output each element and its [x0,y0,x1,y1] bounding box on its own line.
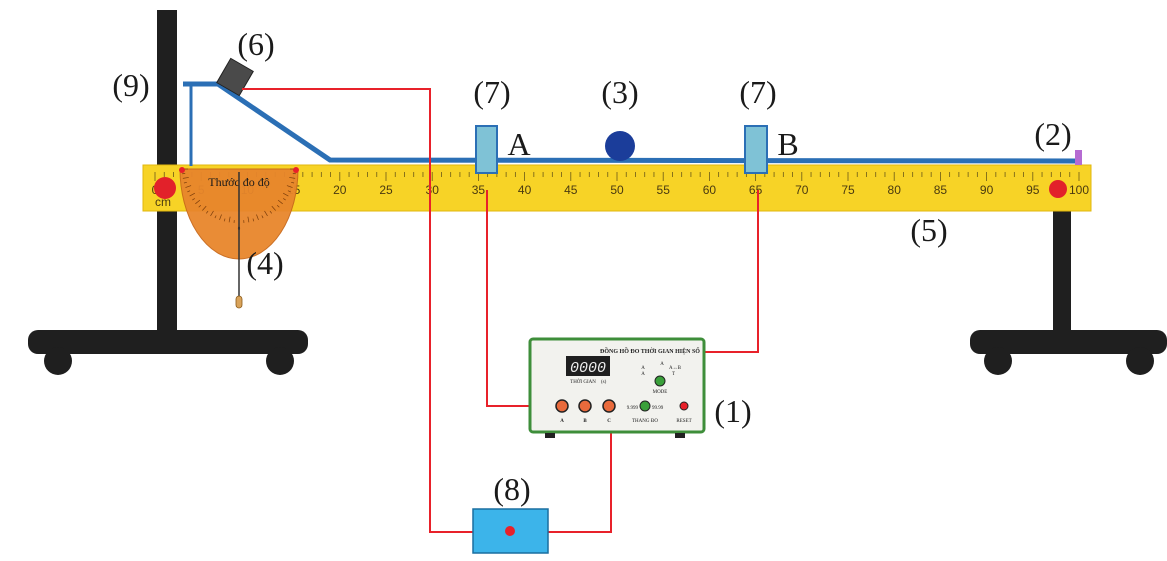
timer-time-unit: (s) [601,380,607,385]
timer-mode-label: MODE [653,390,668,395]
label-6: (6) [237,26,274,62]
label-2: (2) [1034,116,1071,152]
svg-text:T: T [672,372,675,377]
range-switch[interactable] [639,400,651,412]
track-stop [1075,150,1082,165]
ruler: 5101520253035404550556065707580859095 0 … [142,164,1092,212]
port-c-label: C [607,419,611,424]
electromagnet [216,57,254,97]
photogate-a [475,125,498,174]
label-4: (4) [246,245,283,281]
timer-title: ĐỒNG HỒ ĐO THỜI GIAN HIỆN SỐ [600,347,700,355]
ruler-tick-label: 75 [841,183,855,197]
timer-reset-label: RESET [676,419,691,424]
ruler-tick-label: 90 [980,183,994,197]
ruler-tick-label: 50 [610,183,624,197]
svg-text:9.999: 9.999 [627,406,639,411]
ruler-tick-label: 30 [426,183,440,197]
label-8: (8) [493,471,530,507]
port-c[interactable] [602,399,616,413]
right-clamp-pin [1049,180,1067,198]
svg-text:A↔B: A↔B [669,366,682,371]
left-clamp-pin [154,177,176,199]
ruler-tick-label: 20 [333,183,347,197]
track [183,81,1082,166]
timer-display: 0000 [570,360,606,377]
timer-scale-label: THANG ĐO [632,419,658,424]
ruler-tick-label: 65 [749,183,763,197]
svg-text:A: A [641,372,645,377]
switch-box-button[interactable] [505,526,515,536]
port-b-label: B [583,419,587,424]
steel-ball [605,131,635,161]
plumb-line [235,172,243,309]
reset-button[interactable] [679,401,689,411]
ruler-tick-labels: 5101520253035404550556065707580859095 [198,183,1040,197]
ruler-tick-label: 25 [379,183,393,197]
svg-text:A: A [660,362,664,367]
ruler-end-label: 100 [1069,183,1089,197]
gate-a-label: A [507,126,530,162]
ruler-tick-label: 40 [518,183,532,197]
digital-timer: ĐỒNG HỒ ĐO THỜI GIAN HIỆN SỐ 0000 THỜI G… [528,337,706,438]
port-b[interactable] [578,399,592,413]
port-a[interactable] [555,399,569,413]
ruler-tick-label: 60 [703,183,717,197]
svg-text:99.99: 99.99 [652,406,664,411]
svg-text:A: A [641,366,645,371]
ruler-tick-label: 70 [795,183,809,197]
timer-time-label: THỜI GIAN [570,379,596,385]
label-5: (5) [910,212,947,248]
label-3: (3) [601,74,638,110]
left-stand [28,10,308,375]
mode-knob[interactable] [654,375,666,387]
right-stand [970,195,1167,375]
ruler-tick-label: 55 [657,183,671,197]
ruler-tick-label: 85 [934,183,948,197]
timer-display-bg [566,356,610,376]
label-7-b: (7) [739,74,776,110]
gate-b-label: B [777,126,798,162]
ruler-tick-label: 95 [1026,183,1040,197]
ruler-tick-label: 45 [564,183,578,197]
label-1: (1) [714,393,751,429]
port-a-label: A [560,419,564,424]
photogate-b [744,125,768,174]
ruler-tick-label: 80 [888,183,902,197]
label-9: (9) [112,67,149,103]
switch-box [472,508,549,554]
label-7-a: (7) [473,74,510,110]
ruler-tick-label: 35 [472,183,486,197]
